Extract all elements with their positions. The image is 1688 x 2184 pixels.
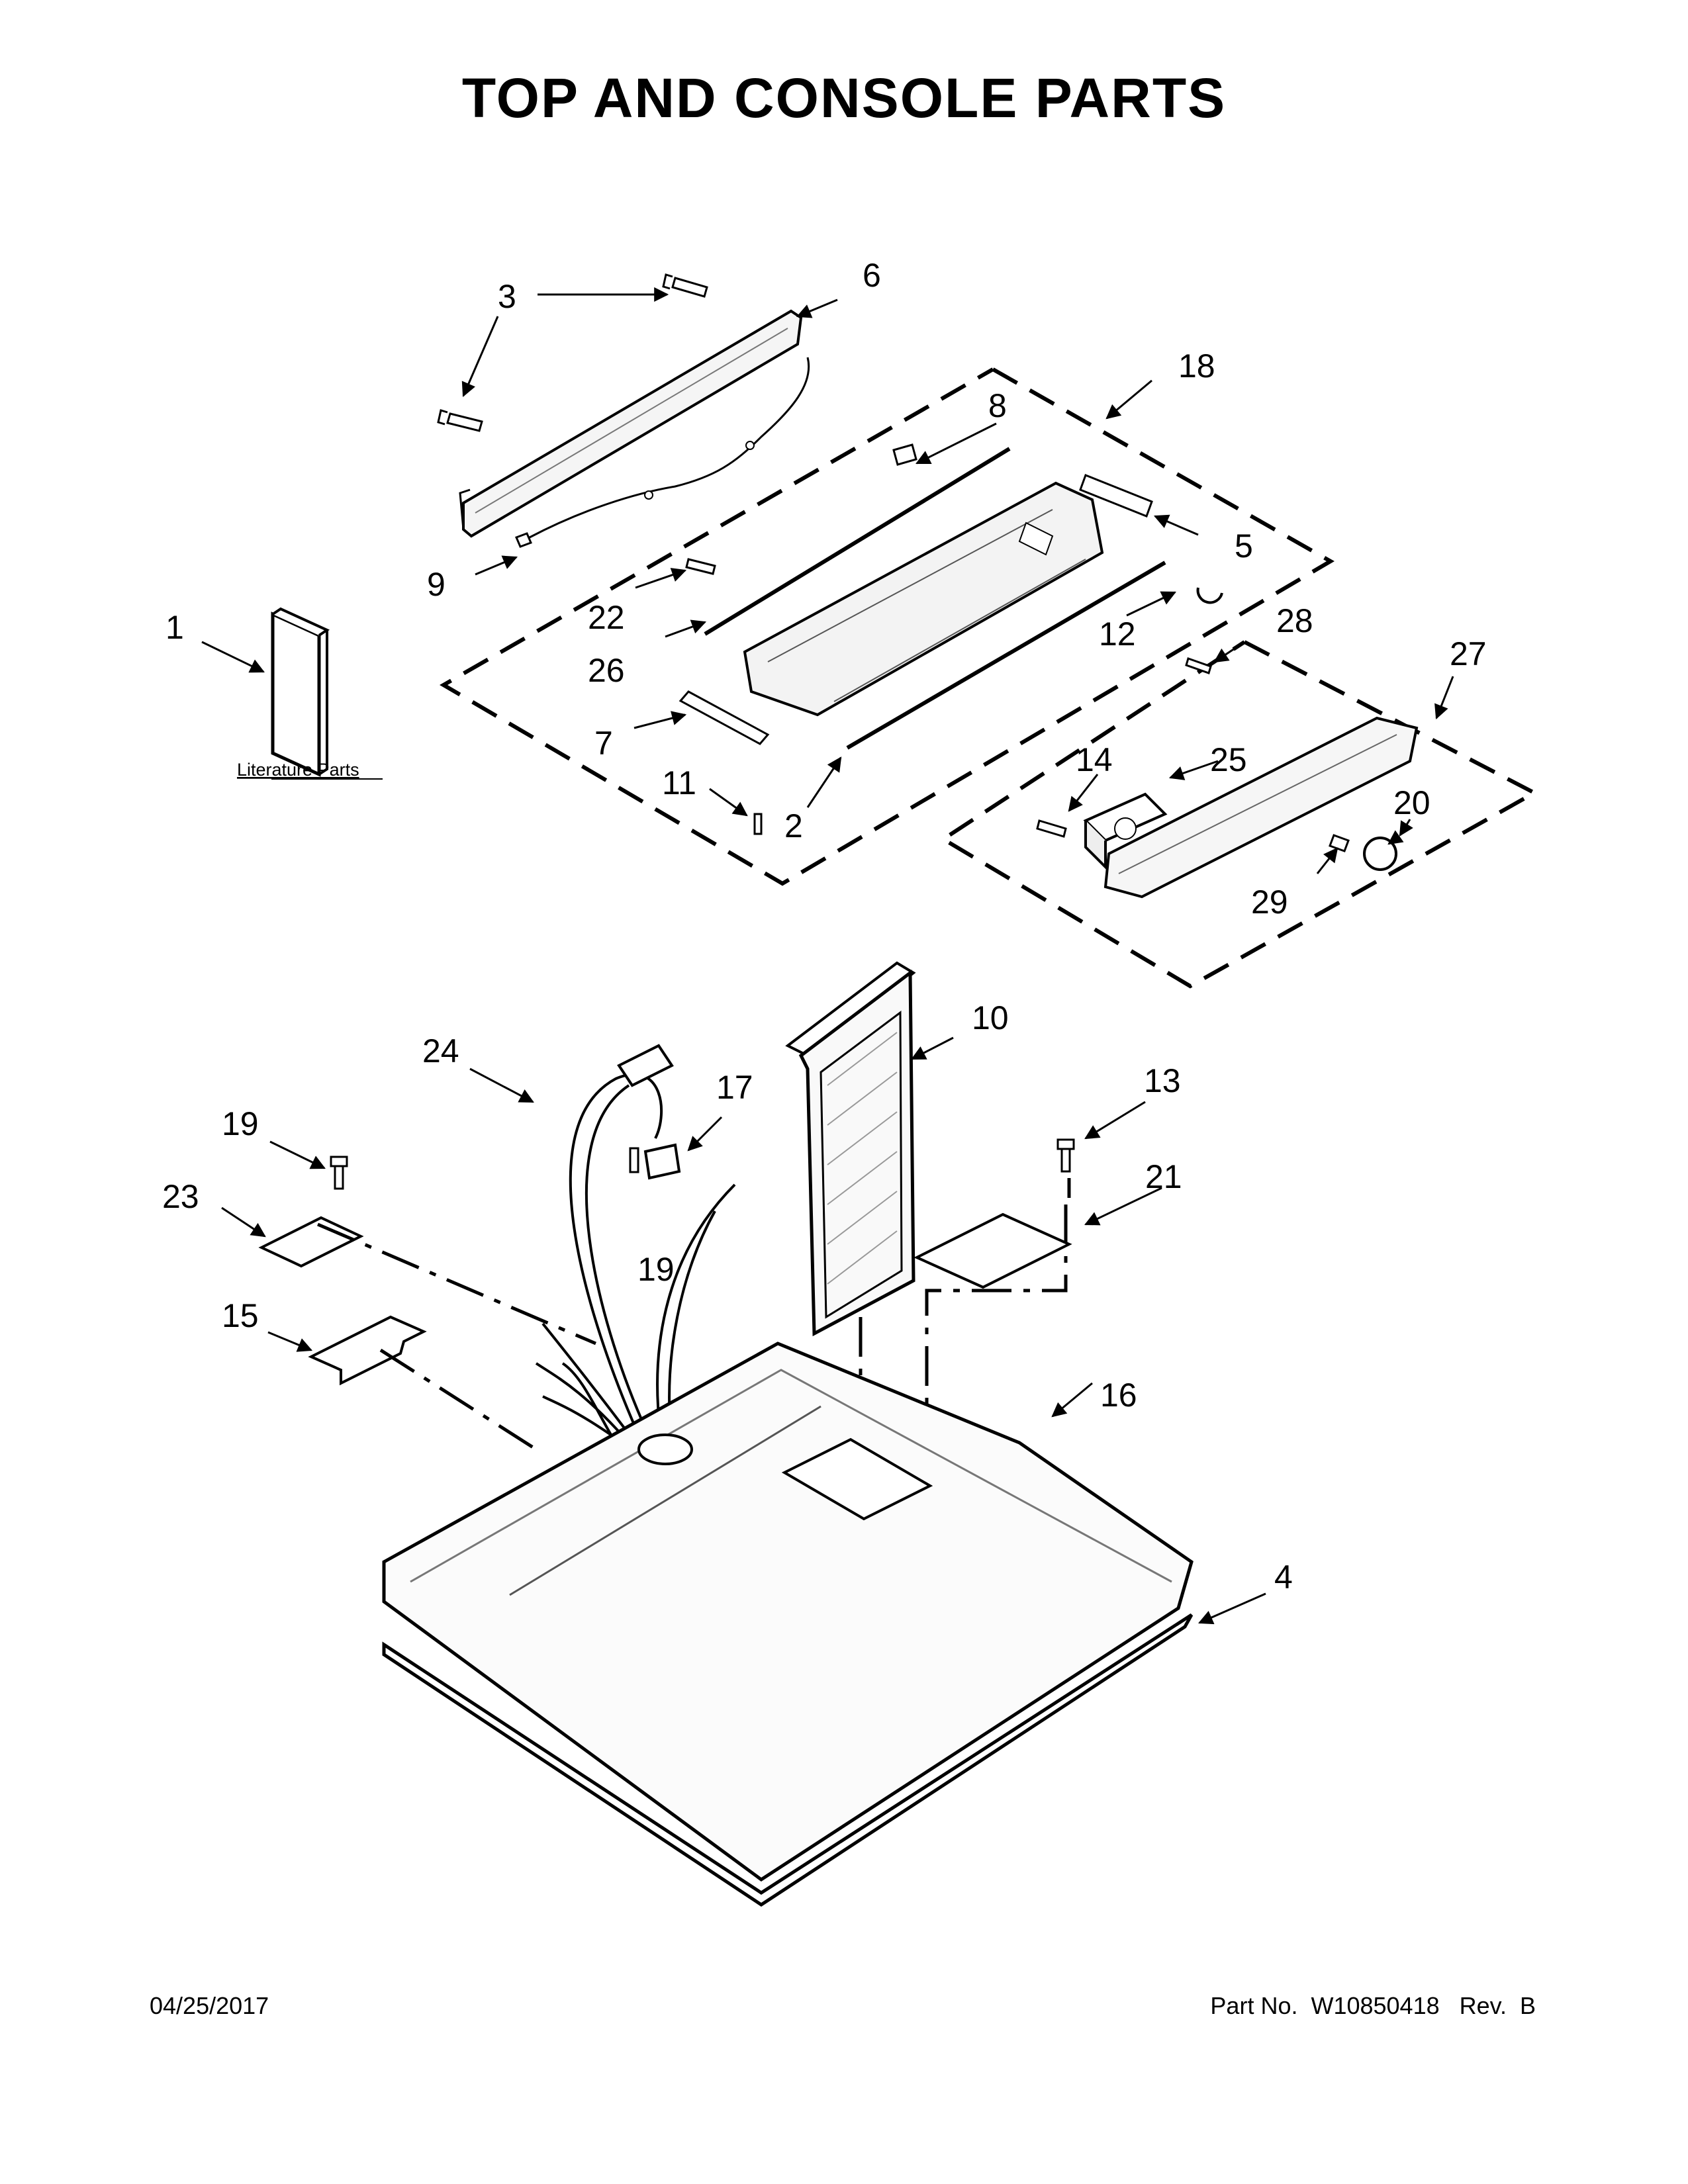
part-29 [1329,834,1350,852]
callout-19-left: 19 [222,1105,259,1142]
rod-2 [846,561,1166,750]
bracket-7 [679,690,770,745]
literature-booklet [271,607,330,777]
callout-24: 24 [422,1032,459,1069]
screw-11 [753,813,763,835]
harness-connector [617,1044,674,1087]
callout-7: 7 [594,725,613,762]
footer-date: 04/25/2017 [150,1992,269,2019]
callout-12: 12 [1099,615,1136,653]
module-25 [1083,792,1168,870]
callout-20: 20 [1393,784,1430,821]
screw-19-left [330,1156,348,1190]
bracket-15 [308,1315,427,1386]
console-rear-cover [459,309,810,539]
lint-filter [785,961,916,1337]
callout-14: 14 [1076,741,1113,778]
literature-parts-label: Literature Parts [237,760,359,780]
callout-16: 16 [1100,1377,1137,1414]
callout-26: 26 [588,652,625,689]
part-5-bracket [1079,474,1153,518]
page-title: TOP AND CONSOLE PARTS [461,67,1227,129]
callout-10: 10 [972,999,1009,1036]
clip-9 [515,532,532,548]
clip-12 [1196,587,1223,604]
callout-23: 23 [162,1178,199,1215]
callout-25: 25 [1210,741,1247,778]
screw-14 [1036,819,1067,838]
screw-13 [1056,1138,1075,1173]
screw-28 [1185,657,1212,674]
part-17 [643,1143,681,1180]
rod-26 [704,447,1011,636]
console-body [743,481,1104,717]
footer-part-number: Part No. W10850418 Rev. B [1210,1992,1536,2019]
bracket-21 [914,1212,1072,1289]
top-panel [382,1342,1194,1882]
callout-8: 8 [988,387,1007,424]
callout-6: 6 [863,257,881,294]
callout-17: 17 [716,1069,753,1106]
screw-22 [685,558,716,575]
callout-29: 29 [1251,884,1288,921]
gasket-4 [382,1613,1194,1907]
callout-21: 21 [1145,1158,1182,1195]
callout-4: 4 [1274,1559,1293,1596]
clip-8 [892,443,917,466]
callout-18: 18 [1178,347,1215,385]
callout-27: 27 [1450,635,1487,672]
callout-15: 15 [222,1297,259,1334]
callout-13: 13 [1144,1062,1181,1099]
callout-22: 22 [588,599,625,636]
callout-19-center: 19 [637,1251,675,1288]
callout-3: 3 [498,278,516,315]
bracket-23 [258,1216,364,1268]
control-panel [1103,716,1419,899]
screw-3-left [437,409,483,432]
knob-20 [1363,837,1397,871]
callout-1: 1 [165,609,184,646]
callout-2: 2 [784,807,803,844]
callout-5: 5 [1235,527,1253,565]
control-panel-group-outline [939,640,1539,989]
screw-3-top [662,273,708,298]
console-assembly-group-outline [440,367,1335,886]
callout-11: 11 [662,764,696,801]
wire-harness [535,1073,736,1444]
screw-19-center [629,1147,639,1173]
callout-9: 9 [427,566,445,603]
callout-28: 28 [1276,602,1313,639]
